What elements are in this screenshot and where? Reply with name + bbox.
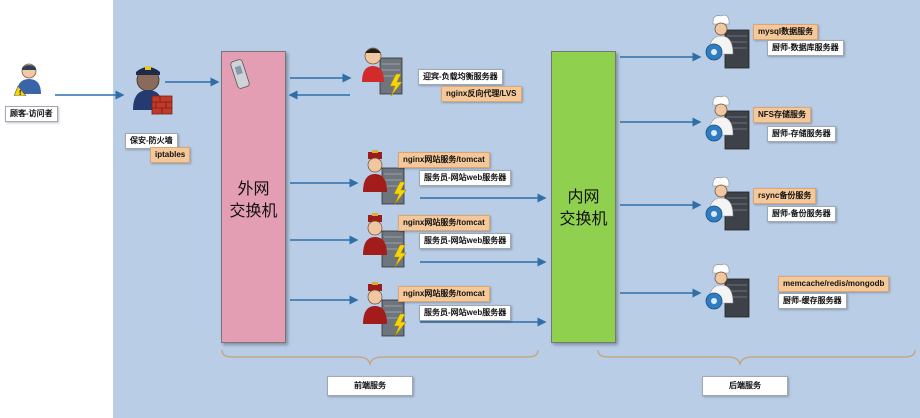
brace-frontend — [221, 349, 539, 367]
chef-server-icon — [705, 14, 753, 70]
backend-group-label: 后端服务 — [702, 376, 788, 396]
router-icon — [229, 58, 253, 92]
outer-switch: 外网 交换机 — [221, 51, 286, 343]
inner-switch-label-2: 交换机 — [559, 209, 608, 228]
web-server-icon — [362, 150, 412, 206]
chef-server-icon — [705, 176, 753, 232]
lb-tag: nginx反向代理/LVS — [441, 86, 522, 102]
web-server-tag: nginx网站服务/tomcat — [398, 215, 490, 231]
backend-tag: memcache/redis/mongodb — [778, 276, 890, 292]
visitor-icon: ! — [13, 62, 44, 97]
backend-name: 厨师-数据库服务器 — [767, 40, 844, 56]
web-server-icon — [362, 213, 412, 269]
backend-tag: mysql数据服务 — [753, 24, 819, 40]
visitor-label: 顾客-访问者 — [5, 106, 58, 122]
inner-switch: 内网 交换机 — [551, 51, 616, 343]
brace-backend — [597, 349, 916, 367]
backend-name: 厨师-备份服务器 — [767, 206, 836, 222]
backend-name: 厨师-缓存服务器 — [778, 293, 847, 309]
backend-tag: rsync备份服务 — [753, 188, 817, 204]
chef-server-icon — [705, 263, 753, 319]
backend-name: 厨师-存储服务器 — [767, 126, 836, 142]
load-balancer-server-icon — [360, 44, 410, 98]
web-server-tag: nginx网站服务/tomcat — [398, 152, 490, 168]
web-server-name: 服务员-网站web服务器 — [419, 305, 512, 321]
outer-switch-label-1: 外网 — [237, 179, 270, 198]
firewall-guard-icon — [128, 60, 174, 118]
web-server-name: 服务员-网站web服务器 — [419, 233, 512, 249]
svg-text:!: ! — [19, 90, 21, 96]
chef-server-icon — [705, 95, 753, 151]
web-server-icon — [362, 282, 412, 338]
lb-name: 迎宾-负载均衡服务器 — [418, 69, 503, 85]
web-server-name: 服务员-网站web服务器 — [419, 170, 512, 186]
inner-switch-label-1: 内网 — [567, 187, 600, 206]
web-server-tag: nginx网站服务/tomcat — [398, 286, 490, 302]
backend-tag: NFS存储服务 — [753, 107, 811, 123]
frontend-group-label: 前端服务 — [327, 376, 413, 396]
firewall-tag: iptables — [150, 147, 191, 163]
outer-switch-label-2: 交换机 — [229, 201, 278, 220]
